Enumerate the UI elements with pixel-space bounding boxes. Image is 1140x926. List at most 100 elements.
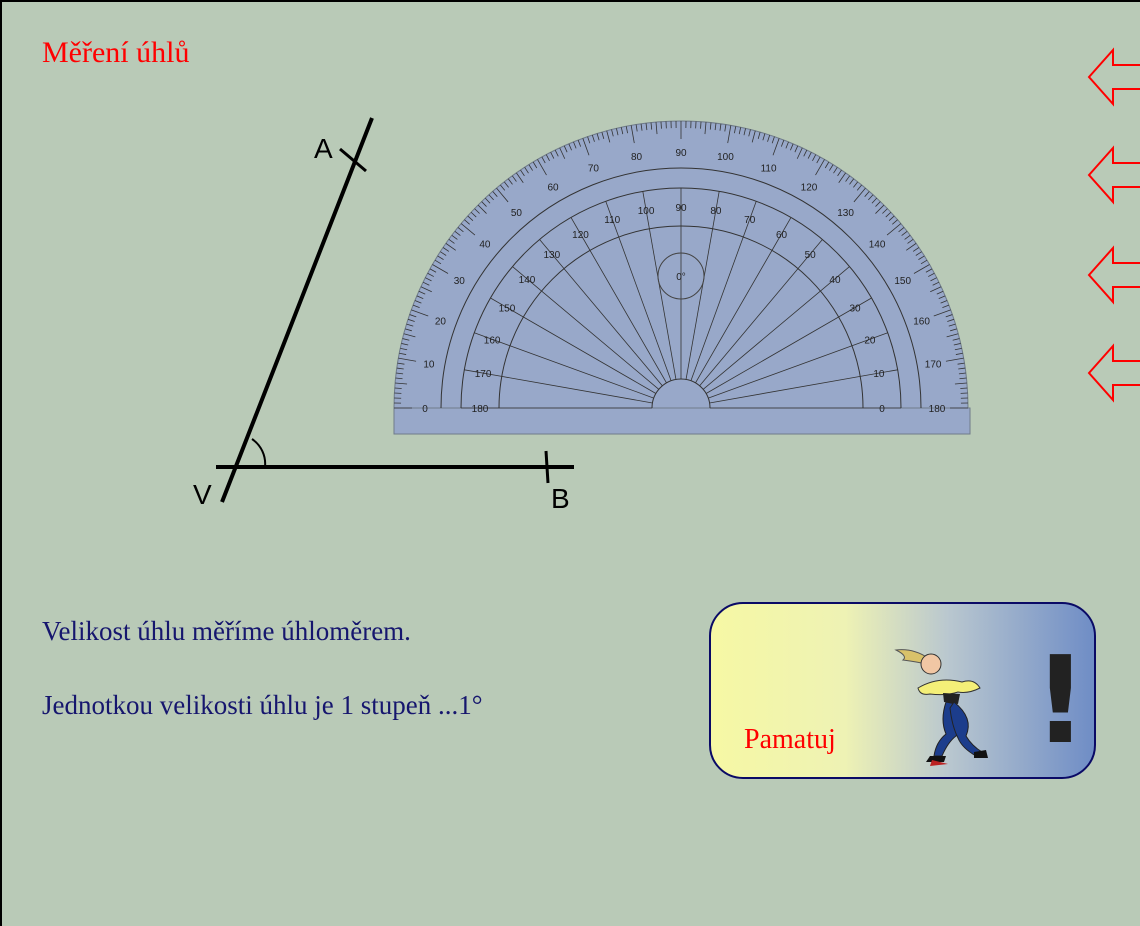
degree-tick (738, 127, 742, 135)
outer-scale-label: 70 (588, 163, 600, 174)
slide-title: Měření úhlů (42, 36, 190, 69)
degree-tick (554, 149, 559, 157)
degree-tick (816, 156, 821, 164)
inner-scale-label: 60 (776, 230, 788, 241)
degree-tick (611, 129, 614, 137)
tick-a (339, 147, 367, 173)
outer-scale-label: 40 (479, 239, 491, 250)
degree-tick (704, 122, 707, 135)
degree-tick (448, 238, 455, 244)
degree-tick (906, 243, 917, 251)
degree-tick (948, 323, 956, 327)
degree-tick (432, 264, 449, 274)
degree-tick (397, 362, 405, 365)
degree-tick (942, 304, 950, 309)
degree-tick (467, 215, 474, 221)
degree-tick (833, 167, 838, 174)
degree-tick (807, 152, 812, 159)
degree-tick (563, 145, 568, 153)
degree-tick (396, 372, 404, 375)
degree-tick (470, 211, 477, 218)
radial-line (705, 316, 839, 394)
degree-tick (724, 124, 727, 132)
degree-tick (425, 277, 432, 282)
protractor-base (393, 407, 971, 435)
degree-tick (655, 122, 658, 135)
degree-tick (871, 197, 878, 204)
degree-tick (958, 372, 966, 375)
scale-tick (712, 191, 720, 229)
degree-tick (892, 219, 898, 225)
degree-tick (559, 147, 566, 159)
outer-scale-label: 20 (435, 316, 447, 327)
degree-tick (945, 314, 953, 318)
inner-scale-label: 70 (744, 215, 756, 226)
degree-tick (464, 219, 470, 225)
outer-scale-label: 180 (929, 404, 946, 415)
degree-tick (912, 247, 920, 252)
degree-tick (400, 347, 408, 351)
degree-tick (451, 234, 458, 240)
nav-arrow-1-left-arrow-icon[interactable] (1085, 44, 1140, 110)
degree-tick (481, 201, 487, 207)
degree-tick (933, 309, 951, 317)
degree-tick (409, 314, 417, 318)
nav-arrow-3-left-arrow-icon[interactable] (1085, 242, 1140, 308)
degree-tick (420, 286, 432, 293)
radial-line (501, 376, 653, 404)
exclamation-icon: ! (1033, 632, 1088, 771)
radial-line (563, 268, 663, 387)
degree-tick (568, 143, 572, 151)
degree-tick (582, 138, 590, 156)
degree-tick (785, 141, 789, 149)
radial-line (523, 316, 657, 394)
degree-tick (402, 338, 410, 341)
remember-button[interactable]: Pamatuj ! (709, 602, 1096, 779)
radial-line (541, 290, 660, 390)
inner-scale-label: 150 (499, 304, 516, 315)
degree-tick (434, 259, 442, 265)
degree-tick (767, 134, 771, 142)
degree-tick (915, 251, 922, 256)
degree-tick (950, 328, 957, 332)
degree-tick (719, 123, 722, 131)
degree-tick (630, 125, 635, 144)
degree-tick (550, 152, 555, 159)
outer-scale-label: 120 (801, 182, 818, 193)
degree-tick (399, 352, 407, 355)
nav-arrow-2-left-arrow-icon[interactable] (1085, 142, 1140, 208)
outer-scale-label: 80 (631, 152, 643, 163)
degree-tick (620, 127, 624, 135)
degree-tick (528, 164, 533, 171)
degree-tick (405, 328, 412, 332)
degree-tick (616, 128, 619, 136)
degree-tick (954, 347, 962, 351)
degree-tick (952, 338, 960, 341)
angle-diagram: A V B (193, 117, 574, 514)
degree-tick (886, 223, 902, 236)
outer-scale-label: 90 (675, 148, 687, 159)
degree-tick (454, 230, 461, 236)
inner-scale-label: 100 (638, 206, 655, 217)
degree-tick (757, 132, 761, 139)
degree-tick (904, 234, 911, 240)
degree-tick (864, 191, 870, 197)
degree-tick (901, 230, 908, 236)
radial-line (708, 345, 853, 399)
degree-tick (635, 124, 638, 132)
degree-tick (412, 304, 420, 309)
degree-tick (591, 134, 595, 142)
scale-tick (474, 332, 511, 347)
degree-tick (437, 255, 444, 260)
inner-scale-label: 10 (873, 369, 885, 380)
degree-tick (511, 175, 517, 182)
inner-scale-label: 30 (850, 304, 862, 315)
inner-scale-label: 180 (472, 404, 489, 415)
ray-va (220, 117, 374, 503)
degree-tick (772, 138, 780, 156)
degree-tick (936, 290, 944, 295)
degree-tick (477, 204, 487, 214)
degree-tick (875, 204, 885, 214)
nav-arrow-4-left-arrow-icon[interactable] (1085, 340, 1140, 406)
